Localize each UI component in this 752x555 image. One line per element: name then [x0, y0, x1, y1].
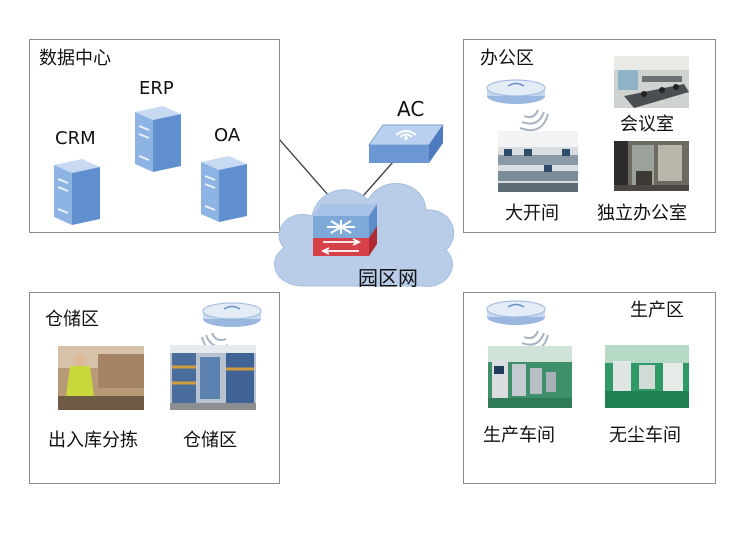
core-switch-icon — [313, 204, 377, 256]
server-label-crm: CRM — [55, 128, 96, 149]
sorting-label: 出入库分拣 — [48, 430, 138, 451]
cleanroom-label: 无尘车间 — [609, 425, 681, 446]
cleanroom-photo — [605, 345, 689, 408]
workshop-photo — [488, 346, 572, 408]
ac-controller-icon — [368, 124, 444, 163]
ac-label: AC — [397, 97, 425, 121]
warehouse-label: 仓储区 — [183, 430, 237, 451]
office-title: 办公区 — [480, 48, 534, 69]
office-ap-icon — [486, 79, 549, 132]
server-erp-icon — [135, 106, 181, 172]
datacenter-link — [278, 138, 337, 205]
sorting-photo — [58, 346, 144, 410]
server-label-erp: ERP — [139, 78, 174, 99]
production-ap-icon — [486, 300, 549, 353]
server-label-oa: OA — [214, 125, 241, 146]
private-office-label: 独立办公室 — [597, 203, 687, 224]
workshop-label: 生产车间 — [483, 425, 555, 446]
meeting-room-photo — [614, 56, 689, 108]
data-center-title: 数据中心 — [39, 48, 111, 69]
production-title: 生产区 — [630, 300, 684, 321]
open-office-photo — [498, 131, 578, 192]
storage-ap-icon — [201, 302, 262, 355]
meeting-room-label: 会议室 — [620, 114, 674, 135]
open-office-label: 大开间 — [505, 203, 559, 224]
private-office-photo — [614, 141, 689, 191]
campus-network-label: 园区网 — [358, 266, 418, 290]
server-crm-icon — [54, 159, 100, 225]
warehouse-photo — [170, 345, 256, 410]
storage-title: 仓储区 — [45, 309, 99, 330]
server-oa-icon — [201, 156, 247, 222]
